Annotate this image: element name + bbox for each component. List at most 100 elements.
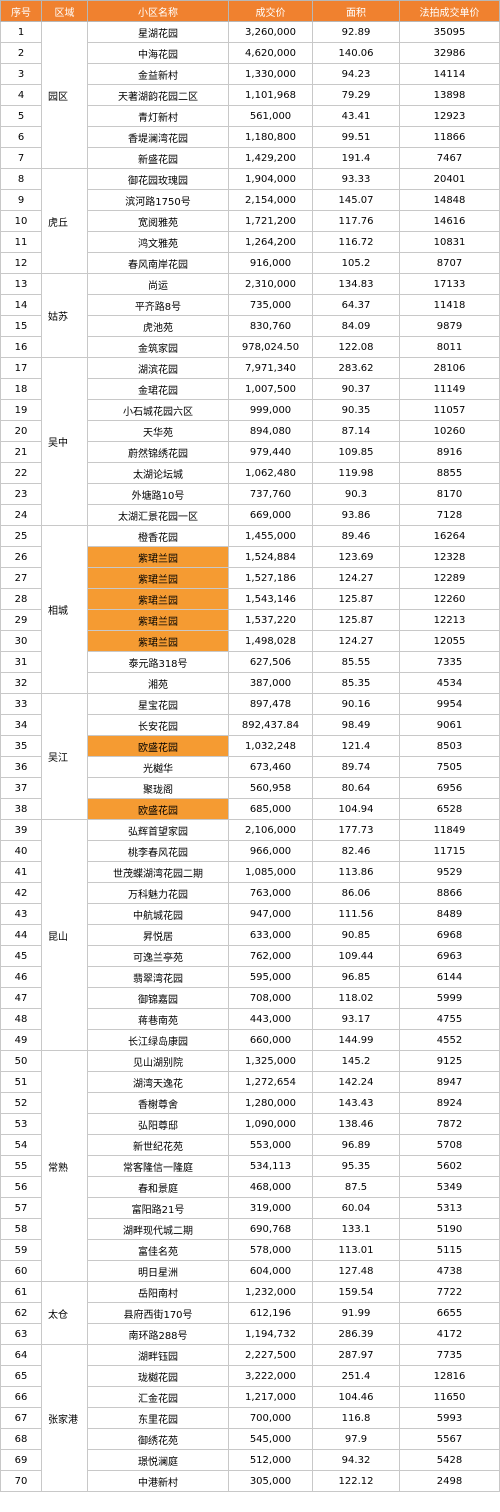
area-cell: 89.74 bbox=[312, 756, 400, 778]
row-index-cell: 55 bbox=[0, 1155, 42, 1177]
deal-price-cell: 633,000 bbox=[228, 924, 313, 946]
community-name-cell: 欧盛花园 bbox=[87, 798, 229, 820]
header-row: 序号 区域 小区名称 成交价 面积 法拍成交单价 bbox=[0, 0, 500, 22]
unit-price-cell: 7735 bbox=[399, 1344, 500, 1366]
deal-price-cell: 1,904,000 bbox=[228, 168, 313, 190]
deal-price-cell: 894,080 bbox=[228, 420, 313, 442]
community-name-cell: 湖滨花园 bbox=[87, 357, 229, 379]
row-index-cell: 40 bbox=[0, 840, 42, 862]
deal-price-cell: 700,000 bbox=[228, 1407, 313, 1429]
header-index: 序号 bbox=[0, 0, 42, 22]
area-cell: 93.17 bbox=[312, 1008, 400, 1030]
row-index-cell: 63 bbox=[0, 1323, 42, 1345]
deal-price-cell: 561,000 bbox=[228, 105, 313, 127]
area-cell: 286.39 bbox=[312, 1323, 400, 1345]
area-cell: 90.35 bbox=[312, 399, 400, 421]
deal-price-cell: 553,000 bbox=[228, 1134, 313, 1156]
community-name-cell: 紫珺兰园 bbox=[87, 588, 229, 610]
community-name-cell: 香堤澜湾花园 bbox=[87, 126, 229, 148]
row-index-cell: 57 bbox=[0, 1197, 42, 1219]
unit-price-cell: 4172 bbox=[399, 1323, 500, 1345]
district-cell: 虎丘 bbox=[41, 168, 88, 274]
community-name-cell: 太湖论坛城 bbox=[87, 462, 229, 484]
community-name-cell: 可逸兰亭苑 bbox=[87, 945, 229, 967]
community-name-cell: 太湖汇景花园一区 bbox=[87, 504, 229, 526]
unit-price-cell: 6956 bbox=[399, 777, 500, 799]
unit-price-cell: 17133 bbox=[399, 273, 500, 295]
area-cell: 90.16 bbox=[312, 693, 400, 715]
community-name-cell: 长安花园 bbox=[87, 714, 229, 736]
row-index-cell: 51 bbox=[0, 1071, 42, 1093]
row-index-cell: 1 bbox=[0, 21, 42, 43]
unit-price-cell: 16264 bbox=[399, 525, 500, 547]
row-index-cell: 41 bbox=[0, 861, 42, 883]
row-index-cell: 68 bbox=[0, 1428, 42, 1450]
row-index-cell: 5 bbox=[0, 105, 42, 127]
community-name-cell: 长江绿岛康园 bbox=[87, 1029, 229, 1051]
table-header: 序号 区域 小区名称 成交价 面积 法拍成交单价 bbox=[0, 0, 500, 22]
area-cell: 90.85 bbox=[312, 924, 400, 946]
row-index-cell: 22 bbox=[0, 462, 42, 484]
deal-price-cell: 1,090,000 bbox=[228, 1113, 313, 1135]
community-name-cell: 常客隆信一隆庭 bbox=[87, 1155, 229, 1177]
unit-price-cell: 35095 bbox=[399, 21, 500, 43]
unit-price-cell: 6963 bbox=[399, 945, 500, 967]
unit-price-cell: 6528 bbox=[399, 798, 500, 820]
row-index-cell: 6 bbox=[0, 126, 42, 148]
unit-price-cell: 12289 bbox=[399, 567, 500, 589]
community-name-cell: 外塘路10号 bbox=[87, 483, 229, 505]
area-cell: 104.46 bbox=[312, 1386, 400, 1408]
row-index-cell: 33 bbox=[0, 693, 42, 715]
deal-price-cell: 1,498,028 bbox=[228, 630, 313, 652]
row-index-cell: 24 bbox=[0, 504, 42, 526]
deal-price-cell: 1,272,654 bbox=[228, 1071, 313, 1093]
unit-price-cell: 11866 bbox=[399, 126, 500, 148]
unit-price-cell: 9125 bbox=[399, 1050, 500, 1072]
deal-price-cell: 3,222,000 bbox=[228, 1365, 313, 1387]
deal-price-cell: 4,620,000 bbox=[228, 42, 313, 64]
area-cell: 287.97 bbox=[312, 1344, 400, 1366]
area-cell: 95.35 bbox=[312, 1155, 400, 1177]
area-cell: 93.33 bbox=[312, 168, 400, 190]
community-name-cell: 璟悦澜庭 bbox=[87, 1449, 229, 1471]
row-index-cell: 66 bbox=[0, 1386, 42, 1408]
community-name-cell: 桃李春风花园 bbox=[87, 840, 229, 862]
row-index-cell: 2 bbox=[0, 42, 42, 64]
deal-price-cell: 468,000 bbox=[228, 1176, 313, 1198]
unit-price-cell: 7467 bbox=[399, 147, 500, 169]
row-index-cell: 10 bbox=[0, 210, 42, 232]
row-index-cell: 3 bbox=[0, 63, 42, 85]
unit-price-cell: 11149 bbox=[399, 378, 500, 400]
unit-price-cell: 8866 bbox=[399, 882, 500, 904]
area-cell: 122.12 bbox=[312, 1470, 400, 1492]
row-index-cell: 53 bbox=[0, 1113, 42, 1135]
community-name-cell: 橙香花园 bbox=[87, 525, 229, 547]
deal-price-cell: 1,217,000 bbox=[228, 1386, 313, 1408]
row-index-cell: 44 bbox=[0, 924, 42, 946]
area-cell: 145.2 bbox=[312, 1050, 400, 1072]
deal-price-cell: 443,000 bbox=[228, 1008, 313, 1030]
deal-price-cell: 1,180,800 bbox=[228, 126, 313, 148]
area-cell: 105.2 bbox=[312, 252, 400, 274]
community-name-cell: 紫珺兰园 bbox=[87, 567, 229, 589]
unit-price-cell: 8503 bbox=[399, 735, 500, 757]
header-unit-price: 法拍成交单价 bbox=[399, 0, 500, 22]
district-cell: 吴中 bbox=[41, 357, 88, 526]
